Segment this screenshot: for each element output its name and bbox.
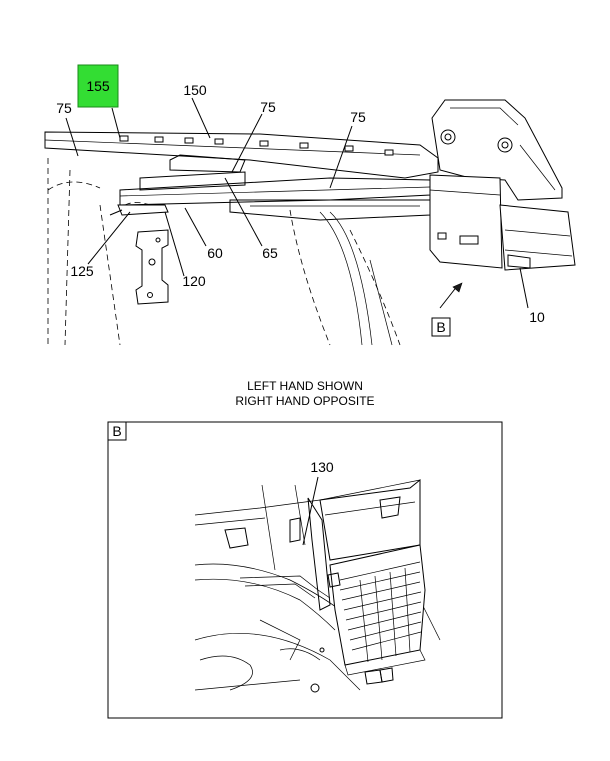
grille-pattern bbox=[339, 567, 422, 663]
callout-150: 150 bbox=[183, 82, 207, 98]
detail-view-b: B bbox=[107, 421, 503, 719]
detail-label-box bbox=[107, 421, 127, 441]
leader-lines-main bbox=[65, 97, 529, 309]
callout-130: 130 bbox=[310, 459, 334, 475]
detail-drawing bbox=[194, 478, 441, 693]
callout-60: 60 bbox=[207, 245, 223, 261]
leader-130 bbox=[302, 476, 319, 546]
callout-155: 155 bbox=[86, 78, 110, 94]
detail-frame bbox=[107, 421, 503, 719]
callout-10: 10 bbox=[529, 309, 545, 325]
highlight-box-155 bbox=[77, 64, 119, 108]
caption-line-2: RIGHT HAND OPPOSITE bbox=[235, 394, 374, 408]
callout-125: 125 bbox=[70, 263, 94, 279]
bracket-125 bbox=[109, 204, 169, 216]
callout-65: 65 bbox=[262, 245, 278, 261]
detail-ref-box bbox=[431, 317, 451, 337]
detail-ref-label: B bbox=[436, 319, 445, 335]
detail-label: B bbox=[112, 423, 121, 439]
support-plate-120 bbox=[135, 229, 169, 305]
cab-outline-dashed bbox=[47, 158, 401, 346]
corner-housing-10 bbox=[429, 99, 576, 271]
callout-75-left: 75 bbox=[56, 100, 72, 116]
roof-rail-assembly bbox=[44, 131, 439, 221]
callout-120: 120 bbox=[182, 273, 206, 289]
caption-line-1: LEFT HAND SHOWN bbox=[247, 379, 363, 393]
main-assembly-view: 155 150 75 75 75 60 65 125 120 10 B bbox=[44, 64, 576, 346]
callout-75-right: 75 bbox=[350, 109, 366, 125]
callout-75-middle: 75 bbox=[260, 99, 276, 115]
